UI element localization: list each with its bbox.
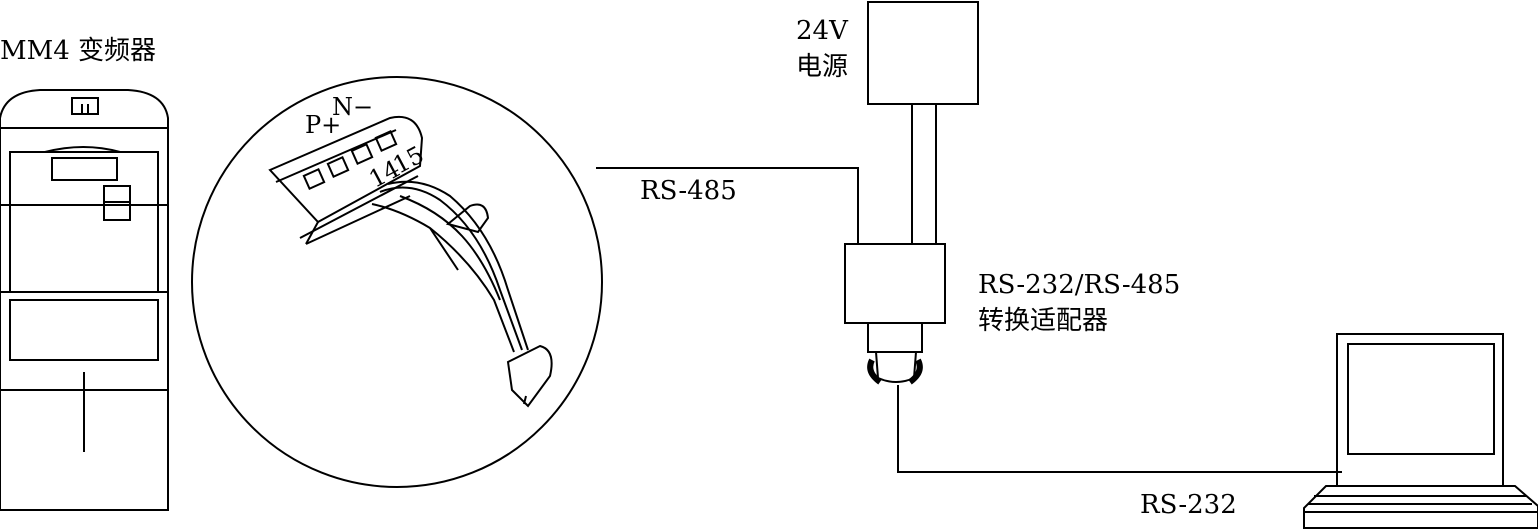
power-label-name: 电源 [796,52,849,82]
power-label-voltage: 24V [796,16,848,46]
terminal-magnifier [191,76,603,488]
laptop [1303,333,1538,529]
power-cable [911,104,937,244]
inverter-label: MM4 变频器 [0,36,157,66]
terminal-p-label: P+ [305,111,342,139]
converter-adapter [844,243,946,385]
adapter-label-name: 转换适配器 [978,306,1109,336]
power-supply-box [867,1,979,105]
terminal-n-label: N− [332,93,374,121]
inverter-unit [0,89,169,511]
adapter-label-model: RS-232/RS-485 [978,270,1181,300]
rs485-label: RS-485 [640,176,737,206]
rs485-cable [596,167,859,244]
rs232-label: RS-232 [1140,490,1237,520]
rs232-cable [897,385,1342,473]
